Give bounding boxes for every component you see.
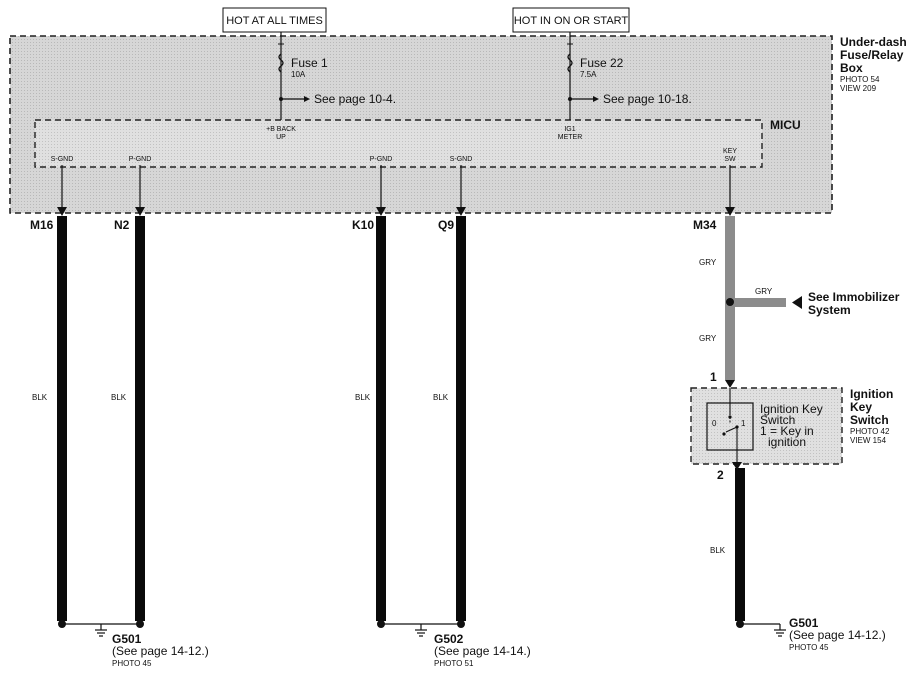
ground-icon <box>774 629 786 637</box>
ground-1-photo: PHOTO 45 <box>112 659 152 668</box>
micu-pin-s-gnd: S-GND <box>450 156 473 163</box>
arrow-left-icon <box>792 296 802 309</box>
ground-icon <box>95 629 107 637</box>
connector-m16: M16 <box>30 218 54 232</box>
wire-k10 <box>376 216 386 621</box>
fuse-box-name-2: Fuse/Relay <box>840 48 904 62</box>
connector-m34: M34 <box>693 218 717 232</box>
ground-3-see-page[interactable]: (See page 14-12.) <box>789 628 886 642</box>
fuse-22-rating: 7.5A <box>580 70 597 79</box>
fuse-box-view: VIEW 209 <box>840 84 877 93</box>
immobilizer-ref-2[interactable]: System <box>808 303 851 317</box>
switch-photo: PHOTO 42 <box>850 427 890 436</box>
ground-1-name: G501 <box>112 632 142 646</box>
switch-pin-1: 1 <box>710 370 717 384</box>
ignition-key-switch <box>690 380 843 470</box>
fuse-box-name-1: Under-dash <box>840 35 907 49</box>
fuse-1-circuit <box>278 32 310 120</box>
wire-color-q9: BLK <box>433 393 449 402</box>
switch-inner-title-2: Switch <box>760 413 795 427</box>
switch-pin-2: 2 <box>717 468 724 482</box>
micu-key-sw-1: KEY <box>723 148 737 155</box>
switch-inner-title-1: Ignition Key <box>760 402 823 416</box>
wire-color-n2: BLK <box>111 393 127 402</box>
wire-n2 <box>135 216 145 621</box>
connector-q9: Q9 <box>438 218 454 232</box>
fuse-1-rating: 10A <box>291 70 306 79</box>
ground-g502 <box>377 620 465 637</box>
switch-name-2: Key <box>850 400 872 414</box>
micu-box <box>34 119 763 168</box>
wire-q9 <box>456 216 466 621</box>
wire-immobilizer <box>735 298 786 307</box>
micu-pin-leads <box>61 165 731 210</box>
micu-title: MICU <box>770 118 801 132</box>
fuse-22-see-page[interactable]: See page 10-18. <box>603 92 692 106</box>
connector-arrows <box>57 207 735 216</box>
switch-view: VIEW 154 <box>850 436 887 445</box>
fuse-1-symbol-icon <box>278 53 284 73</box>
wire-color-switch-in: GRY <box>699 334 717 343</box>
splice-dot <box>726 298 734 306</box>
wire-ignition-ground <box>735 468 745 621</box>
fuse-1-see-page[interactable]: See page 10-4. <box>314 92 396 106</box>
fuse-1-label: Fuse 1 <box>291 56 328 70</box>
switch-name-1: Ignition <box>850 387 893 401</box>
switch-position-0: 0 <box>712 419 717 428</box>
switch-inner-note-1: 1 = Key in <box>760 424 814 438</box>
ground-3-photo: PHOTO 45 <box>789 643 829 652</box>
wire-m16 <box>57 216 67 621</box>
ground-1-see-page[interactable]: (See page 14-12.) <box>112 644 209 658</box>
ground-g501-right <box>736 620 786 637</box>
ignition-switch-box <box>690 387 843 465</box>
fuse-box-name-3: Box <box>840 61 863 75</box>
hot-at-all-times-label: HOT AT ALL TIMES <box>226 15 323 27</box>
switch-position-1: 1 <box>741 419 746 428</box>
fuse-box-photo: PHOTO 54 <box>840 75 880 84</box>
arrow-right-icon <box>593 96 599 102</box>
wire-color-switch-out: BLK <box>710 546 726 555</box>
gry-wires <box>725 216 802 380</box>
wire-color-k10: BLK <box>355 393 371 402</box>
micu-backup-label-1: +B BACK <box>266 126 296 133</box>
ground-2-photo: PHOTO 51 <box>434 659 474 668</box>
immobilizer-ref-1[interactable]: See Immobilizer <box>808 290 900 304</box>
micu-pin-s-gnd: S-GND <box>51 156 74 163</box>
micu-pin-p-gnd: P-GND <box>370 156 393 163</box>
wire-color-m16: BLK <box>32 393 48 402</box>
arrow-right-icon <box>304 96 310 102</box>
fuse-22-circuit <box>567 32 599 120</box>
micu-ig1-label-2: METER <box>558 134 583 141</box>
switch-inner-note-2: ignition <box>768 435 806 449</box>
blk-wires <box>57 216 745 621</box>
micu-ig1-label-1: IG1 <box>564 126 575 133</box>
connector-k10: K10 <box>352 218 374 232</box>
switch-name-3: Switch <box>850 413 889 427</box>
connector-n2: N2 <box>114 218 130 232</box>
ground-2-see-page[interactable]: (See page 14-14.) <box>434 644 531 658</box>
fuse-22-symbol-icon <box>567 53 573 73</box>
micu-pin-p-gnd: P-GND <box>129 156 152 163</box>
ground-3-name: G501 <box>789 616 819 630</box>
ground-g501-left <box>58 620 144 637</box>
micu-backup-label-2: UP <box>276 134 286 141</box>
fuse-22-label: Fuse 22 <box>580 56 624 70</box>
micu-key-sw-2: SW <box>724 156 736 163</box>
ground-icon <box>415 629 427 637</box>
hot-in-on-or-start-box: HOT IN ON OR START <box>512 7 630 33</box>
wire-color-m34: GRY <box>699 258 717 267</box>
hot-in-on-or-start-label: HOT IN ON OR START <box>514 15 629 27</box>
wire-color-immobilizer: GRY <box>755 287 773 296</box>
hot-at-all-times-box: HOT AT ALL TIMES <box>222 7 327 33</box>
ground-2-name: G502 <box>434 632 464 646</box>
